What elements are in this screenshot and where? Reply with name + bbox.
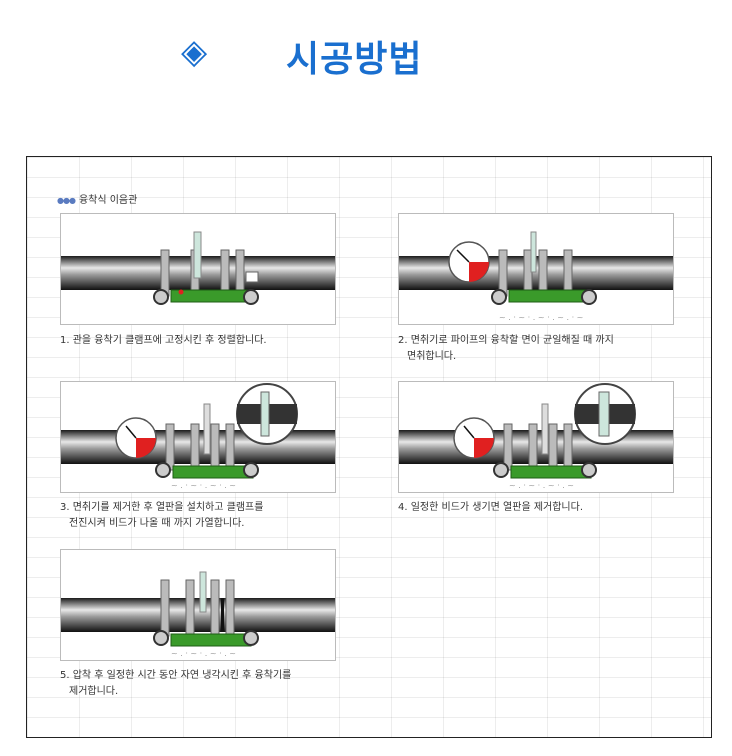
svg-text:~ . · ~ · . ~ · . ~: ~ . · ~ · . ~ · . ~ — [171, 649, 236, 658]
diamond-icon: ◈ — [181, 32, 208, 72]
step-3-caption: 3. 면취기를 제거한 후 열판을 설치하고 클램프를 전진시켜 비드가 나올 … — [60, 502, 264, 529]
step-4-illustration: ~ . · ~ · . ~ · . ~ — [398, 381, 674, 493]
section-label: ●●●융착식 이음관 — [57, 195, 138, 206]
bead-formation-icon: ~ . · ~ · . ~ · . ~ — [399, 383, 673, 490]
construction-method-figure: ●●●융착식 이음관 1. 관을 — [26, 156, 712, 738]
bullet-dots-icon: ●●● — [57, 196, 76, 205]
step-1-caption: 1. 관을 융착기 클램프에 고정시킨 후 정렬합니다. — [60, 335, 267, 346]
step-2-caption: 2. 면취기로 파이프의 융착할 면이 균일해질 때 까지 면취합니다. — [398, 335, 614, 362]
step-2-illustration: ~ . · ~ · . ~ · . ~ . · ~ — [398, 213, 674, 325]
title-text: 시공방법 — [286, 39, 423, 80]
heater-plate-icon: ~ . · ~ · . ~ · . ~ — [61, 383, 335, 490]
step-5-illustration: ~ . · ~ · . ~ · . ~ — [60, 549, 336, 661]
step-4-caption: 4. 일정한 비드가 생기면 열판을 제거합니다. — [398, 502, 584, 513]
step-5-caption: 5. 압착 후 일정한 시간 동안 자연 냉각시킨 후 융착기를 제거합니다. — [60, 670, 292, 697]
svg-text:~ . · ~ · . ~ · . ~: ~ . · ~ · . ~ · . ~ — [171, 481, 236, 490]
step-3-illustration: ~ . · ~ · . ~ · . ~ — [60, 381, 336, 493]
facing-tool-icon: ~ . · ~ · . ~ · . ~ . · ~ — [399, 231, 673, 322]
step-1-illustration — [60, 213, 336, 325]
svg-text:~ . · ~ · . ~ · . ~: ~ . · ~ · . ~ · . ~ — [509, 481, 574, 490]
fusion-machine-clamped-icon — [61, 231, 335, 305]
svg-text:~ . · ~ · . ~ · . ~ . · ~: ~ . · ~ · . ~ · . ~ . · ~ — [499, 313, 583, 322]
cooling-joint-icon: ~ . · ~ · . ~ · . ~ — [61, 571, 335, 658]
